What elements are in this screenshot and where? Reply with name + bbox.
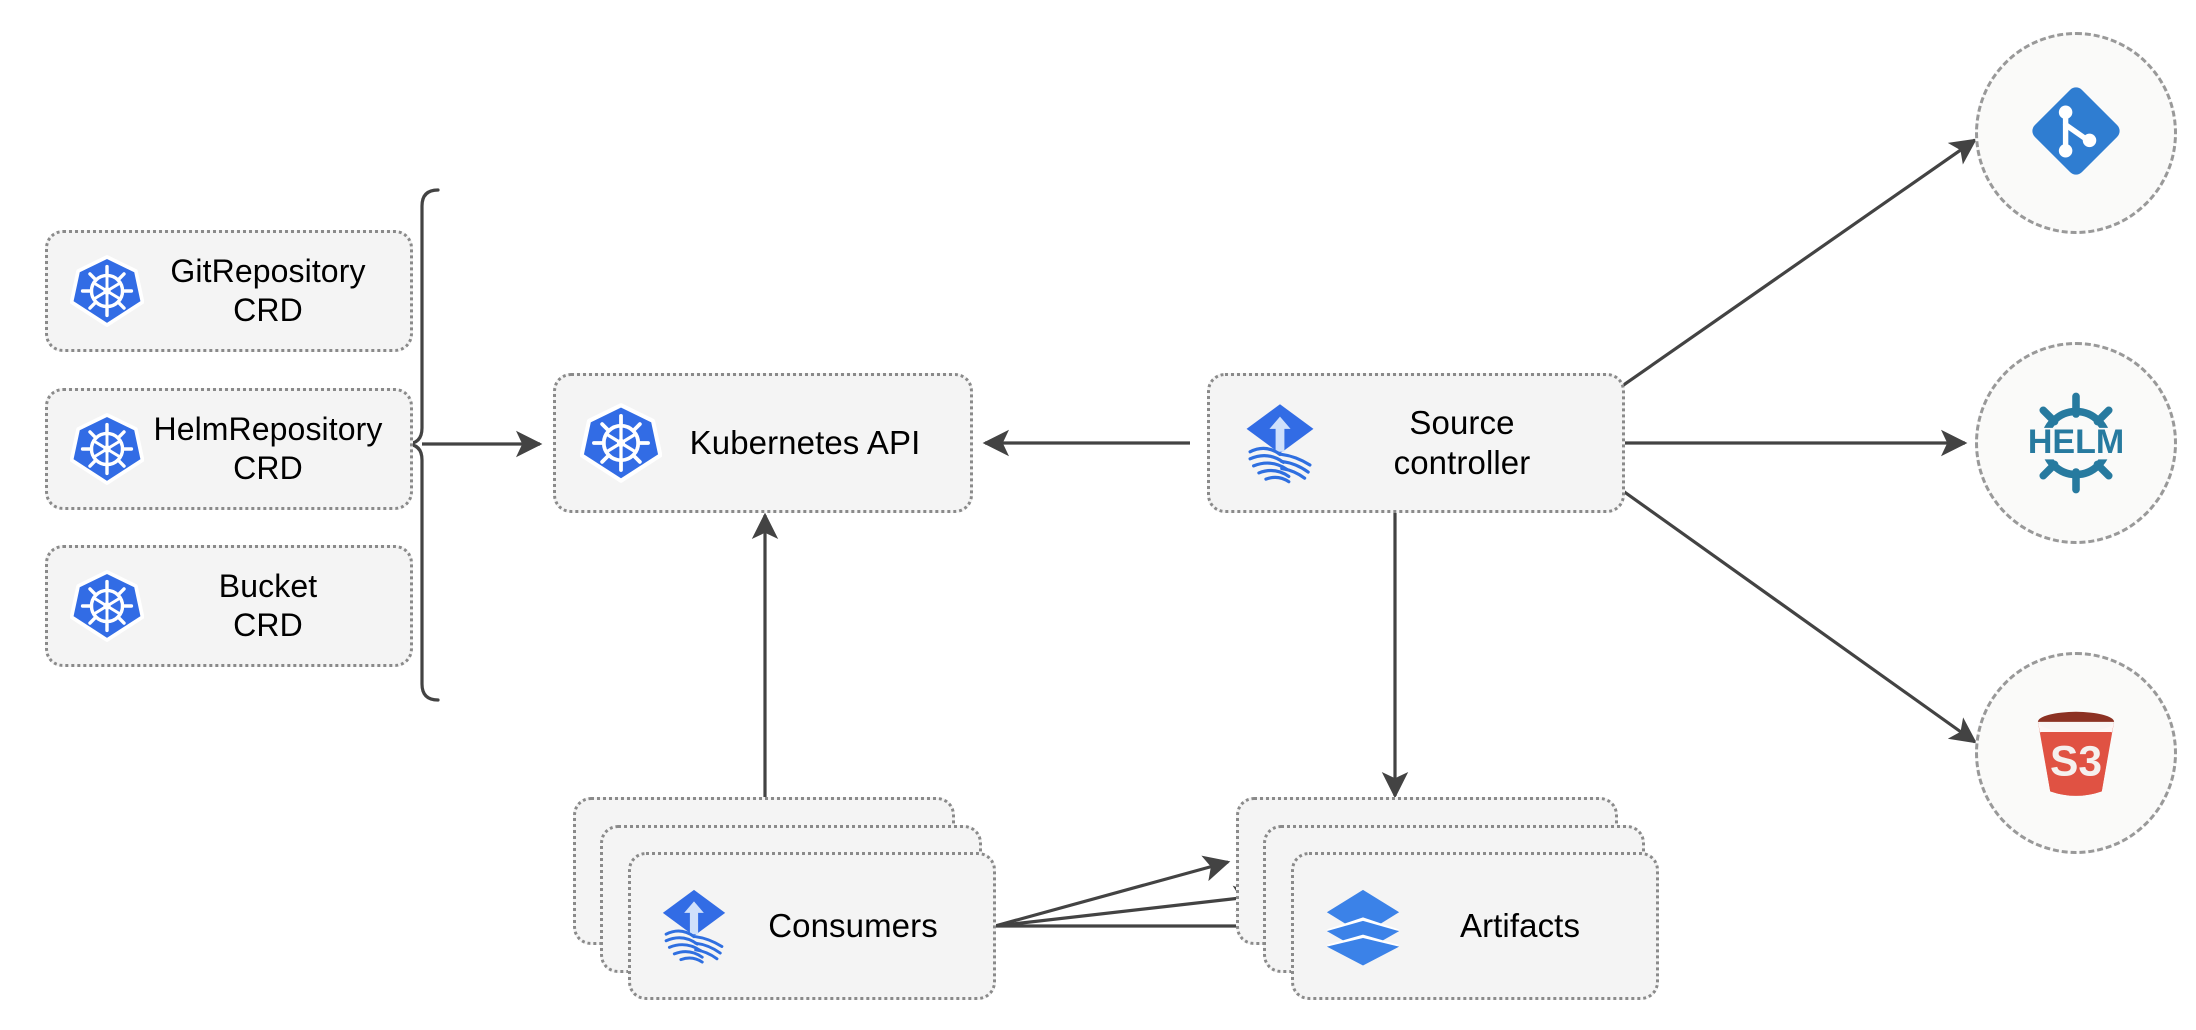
layers-icon — [1320, 883, 1406, 969]
crd-label: HelmRepository CRD — [153, 410, 383, 486]
s3-bucket-icon: S3 — [2020, 695, 2132, 812]
kubernetes-api-node[interactable]: Kubernetes API — [553, 373, 973, 513]
consumers-label: Consumers — [768, 906, 938, 944]
crd-box-gitrepository[interactable]: GitRepository CRD — [45, 230, 413, 352]
helm-icon: HELM — [2013, 380, 2139, 506]
kubernetes-api-label: Kubernetes API — [689, 423, 921, 461]
consumers-node[interactable]: Consumers — [628, 852, 996, 1000]
artifacts-label: Artifacts — [1459, 906, 1581, 944]
source-circle-git[interactable] — [1975, 32, 2177, 234]
git-icon — [2024, 79, 2128, 188]
flux-icon — [1236, 399, 1324, 487]
kubernetes-icon — [580, 402, 662, 484]
kubernetes-icon — [70, 412, 144, 486]
crd-label: GitRepository CRD — [170, 252, 366, 328]
source-circle-s3[interactable]: S3 — [1975, 652, 2177, 854]
artifacts-node[interactable]: Artifacts — [1291, 852, 1659, 1000]
s3-wordmark: S3 — [2050, 737, 2102, 785]
source-circle-helm[interactable]: HELM — [1975, 342, 2177, 544]
helm-wordmark: HELM — [2028, 423, 2124, 461]
kubernetes-icon — [70, 569, 144, 643]
crd-box-bucket[interactable]: Bucket CRD — [45, 545, 413, 667]
source-controller-label: Source controller — [1393, 403, 1531, 481]
crd-label: Bucket CRD — [218, 567, 318, 643]
kubernetes-icon — [70, 254, 144, 328]
source-controller-node[interactable]: Source controller — [1207, 373, 1625, 513]
flux-icon — [653, 885, 735, 967]
crd-box-helmrepository[interactable]: HelmRepository CRD — [45, 388, 413, 510]
